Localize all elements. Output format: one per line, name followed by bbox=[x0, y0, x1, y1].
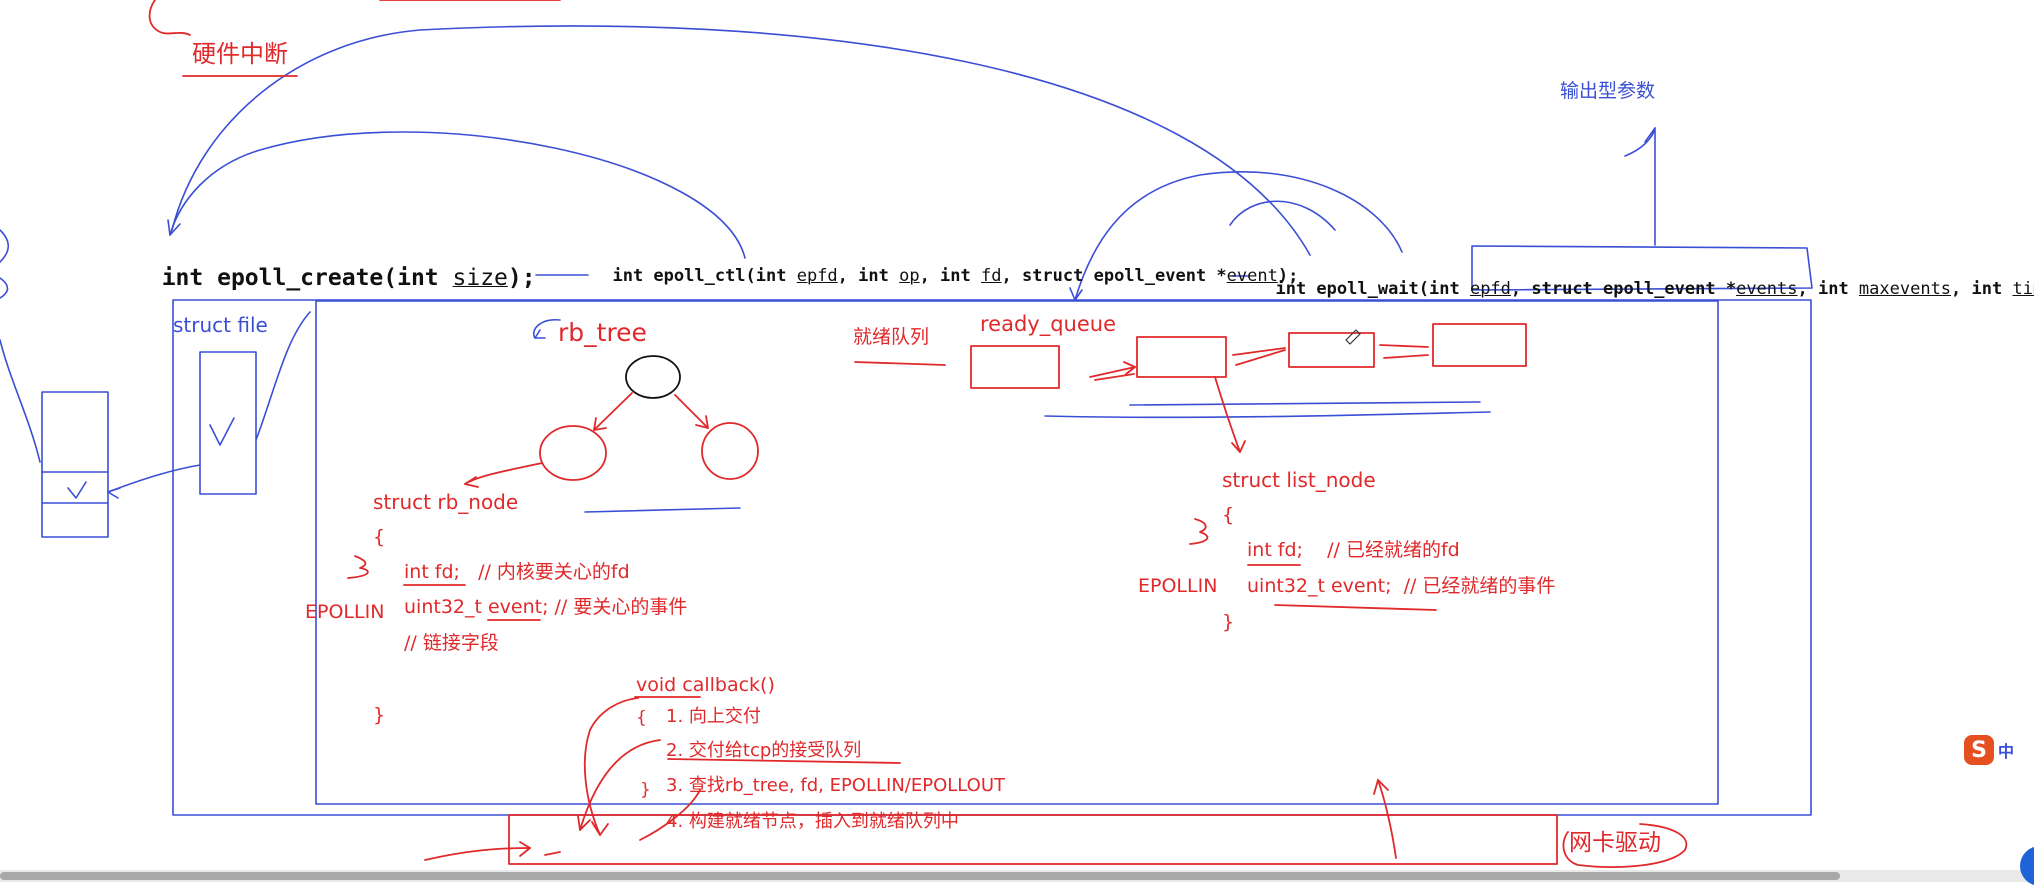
ready-queue-cn-label: 就绪队列 bbox=[853, 326, 930, 348]
hw-interrupt-label: 硬件中断 bbox=[192, 40, 288, 68]
ime-logo-icon: S bbox=[1964, 735, 1994, 765]
epoll-wait-events-param: events bbox=[1736, 279, 1798, 299]
rb-root-node bbox=[625, 355, 681, 399]
rb-left-node bbox=[539, 425, 607, 481]
epoll-ctl-op-param: op bbox=[899, 266, 920, 286]
list-node-open-brace: { bbox=[1222, 504, 1235, 526]
floating-action-button[interactable] bbox=[2020, 846, 2034, 886]
list-node-epollin: EPOLLIN bbox=[1138, 575, 1218, 597]
list-node-fd-line: int fd; // 已经就绪的fd bbox=[1247, 539, 1460, 561]
rb-node-epollin: EPOLLIN bbox=[305, 601, 385, 623]
epoll-create-text: int epoll_create(int bbox=[161, 265, 453, 291]
struct-file-box bbox=[199, 351, 257, 495]
ready-node-4 bbox=[1432, 323, 1527, 367]
rb-tree-label: rb_tree bbox=[558, 318, 647, 347]
epoll-ctl-text-4: , struct epoll_event * bbox=[1001, 266, 1227, 286]
rb-right-node bbox=[701, 422, 759, 480]
epoll-ctl-fd-param: fd bbox=[981, 266, 1002, 286]
ready-node-3 bbox=[1288, 332, 1375, 368]
callback-step-4: 4. 构建就绪节点，插入到就绪队列中 bbox=[666, 811, 959, 832]
rb-node-header: struct rb_node bbox=[373, 490, 519, 514]
epoll-wait-timeout-param: timeout bbox=[2012, 279, 2034, 299]
callback-step-3: 3. 查找rb_tree, fd, EPOLLIN/EPOLLOUT bbox=[666, 775, 1006, 796]
struct-file-label: struct file bbox=[173, 313, 268, 337]
callback-open-brace: { bbox=[636, 708, 647, 728]
epoll-wait-text-1: int epoll_wait(int bbox=[1275, 279, 1470, 299]
list-node-header: struct list_node bbox=[1222, 468, 1376, 492]
rb-node-link-comment: // 链接字段 bbox=[404, 632, 499, 654]
epoll-create-size-param: size bbox=[452, 265, 508, 291]
nic-driver-label: 网卡驱动 bbox=[1569, 830, 1661, 856]
epoll-wait-signature: int epoll_wait(int epfd, struct epoll_ev… bbox=[1255, 264, 2034, 298]
ime-mode-label: 中 bbox=[1998, 742, 2015, 761]
epoll-wait-text-3: , int bbox=[1797, 279, 1859, 299]
callback-close-brace: } bbox=[640, 780, 651, 800]
callback-header: void callback() bbox=[636, 674, 775, 696]
epoll-ctl-text-3: , int bbox=[919, 266, 981, 286]
epoll-wait-text-4: , int bbox=[1951, 279, 2013, 299]
horizontal-scrollbar[interactable] bbox=[0, 870, 2034, 882]
epoll-ctl-text-5: ); bbox=[1277, 266, 1299, 286]
output-param-label: 输出型参数 bbox=[1560, 80, 1656, 102]
ime-indicator[interactable]: S 中 bbox=[1964, 733, 2034, 767]
ready-queue-label: ready_queue bbox=[980, 312, 1117, 336]
epoll-ctl-text-2: , int bbox=[837, 266, 900, 286]
list-node-event-line: uint32_t event; // 已经就绪的事件 bbox=[1247, 575, 1556, 597]
callback-step-1: 1. 向上交付 bbox=[666, 706, 761, 727]
list-node-close-brace: } bbox=[1222, 611, 1235, 633]
nic-driver-box bbox=[508, 814, 1558, 865]
outer-frame bbox=[172, 299, 1812, 816]
epoll-ctl-text-1: int epoll_ctl(int bbox=[612, 266, 797, 286]
fd-table-box bbox=[41, 391, 109, 538]
epoll-wait-epfd-param: epfd bbox=[1469, 279, 1511, 299]
epoll-wait-maxevents-param: maxevents bbox=[1858, 279, 1952, 299]
rb-node-open-brace: { bbox=[373, 526, 386, 548]
epoll-ctl-signature: int epoll_ctl(int epfd, int op, int fd, … bbox=[592, 251, 1298, 285]
epoll-create-close: ); bbox=[507, 265, 536, 291]
epoll-create-signature: int epoll_create(int size); bbox=[134, 244, 536, 290]
callback-step-2: 2. 交付给tcp的接受队列 bbox=[666, 740, 862, 761]
rb-node-fd-line: int fd; // 内核要关心的fd bbox=[404, 561, 630, 583]
inner-frame bbox=[315, 300, 1719, 805]
ready-node-1 bbox=[970, 345, 1060, 389]
ready-node-2 bbox=[1136, 336, 1227, 378]
epoll-ctl-event-param: event bbox=[1226, 266, 1278, 286]
epoll-wait-text-2: , struct epoll_event * bbox=[1510, 279, 1737, 299]
epoll-ctl-epfd-param: epfd bbox=[796, 266, 838, 286]
scrollbar-thumb[interactable] bbox=[0, 872, 1840, 880]
rb-node-event-line: uint32_t event; // 要关心的事件 bbox=[404, 596, 688, 618]
rb-node-close-brace: } bbox=[373, 704, 386, 726]
